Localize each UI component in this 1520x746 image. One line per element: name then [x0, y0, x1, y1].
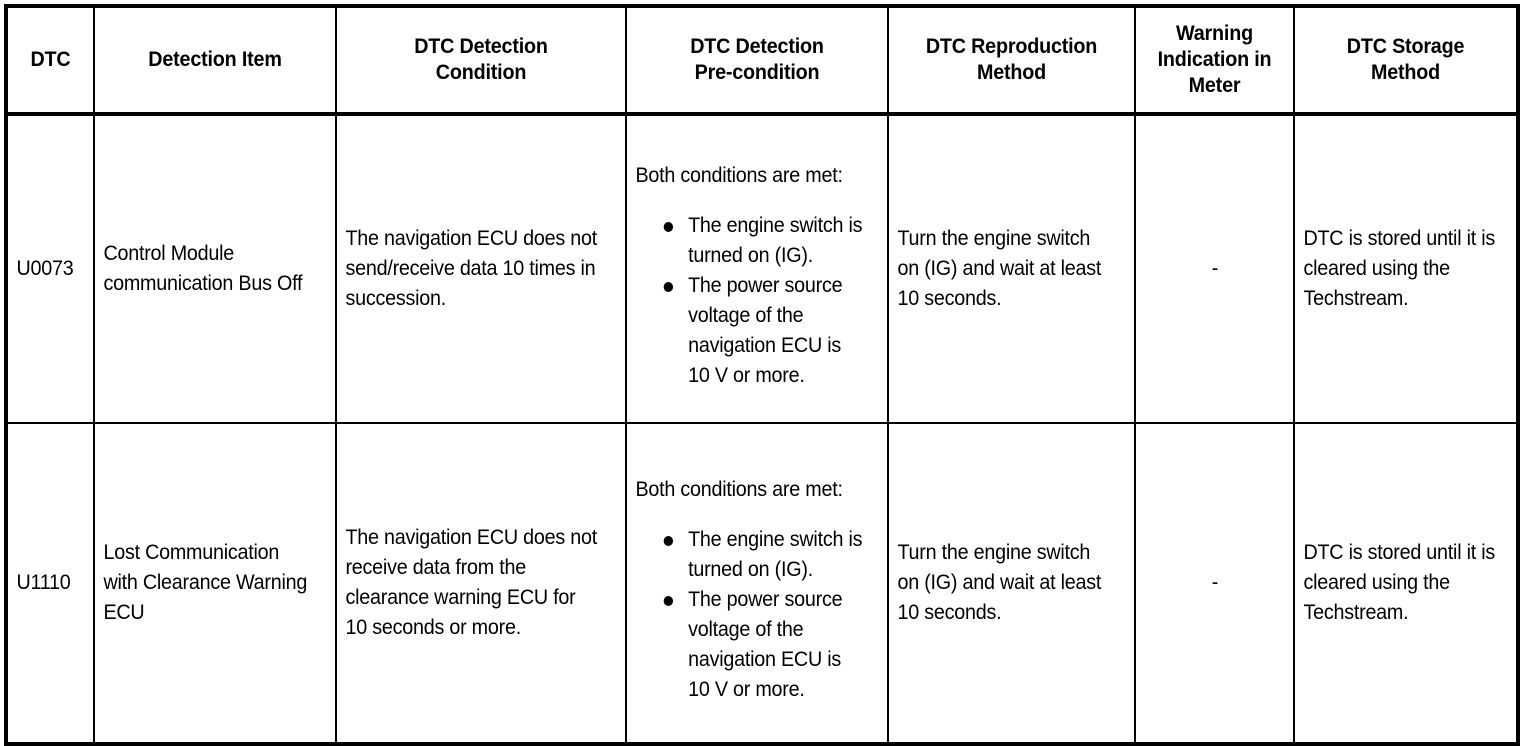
- header-label-reproduction-method-line1: DTC Reproduction: [925, 35, 1098, 58]
- list-item: The power source voltage of the navigati…: [635, 585, 865, 705]
- cell-detection-condition: The navigation ECU does not send/receive…: [335, 114, 627, 424]
- precondition-bullet-list: The engine switch is turned on (IG). The…: [635, 211, 865, 391]
- header-label-detection-precondition-line2: Pre-condition: [694, 61, 820, 84]
- list-item: The power source voltage of the navigati…: [635, 271, 865, 391]
- precondition-block: Both conditions are met: The engine swit…: [627, 148, 871, 391]
- list-item: The engine switch is turned on (IG).: [635, 525, 865, 585]
- cell-detection-precondition: Both conditions are met: The engine swit…: [625, 423, 889, 744]
- detection-condition-text: The navigation ECU does not receive data…: [345, 526, 597, 639]
- cell-storage-method: DTC is stored until it is cleared using …: [1293, 423, 1519, 744]
- detection-item-text: Lost Communication with Clearance Warnin…: [103, 541, 308, 624]
- list-item: The engine switch is turned on (IG).: [635, 211, 865, 271]
- precondition-intro-text: Both conditions are met:: [635, 163, 843, 187]
- header-label-warning-indication-line3: Meter: [1188, 74, 1241, 97]
- bullet-dot-icon: [663, 281, 674, 292]
- column-header-detection-condition: DTC Detection Condition: [343, 6, 619, 116]
- column-header-warning-indication: Warning Indication in Meter: [1138, 6, 1291, 116]
- cell-reproduction-method: Turn the engine switch on (IG) and wait …: [887, 423, 1136, 744]
- table-body: U0073 Control Module communication Bus O…: [5, 114, 1519, 744]
- list-item-label: The power source voltage of the navigati…: [688, 587, 843, 701]
- header-label-detection-condition-line2: Condition: [435, 61, 527, 84]
- detection-condition-text: The navigation ECU does not send/receive…: [345, 227, 597, 310]
- list-item-label: The engine switch is turned on (IG).: [688, 527, 863, 581]
- cell-reproduction-method: Turn the engine switch on (IG) and wait …: [887, 114, 1136, 424]
- header-label-storage-method-line1: DTC Storage: [1346, 35, 1465, 58]
- precondition-intro-text: Both conditions are met:: [635, 477, 843, 501]
- header-label-reproduction-method-line2: Method: [976, 61, 1047, 84]
- cell-dtc-code: U1110: [5, 423, 95, 744]
- bullet-dot-icon: [663, 535, 674, 546]
- column-header-reproduction-method: DTC Reproduction Method: [894, 6, 1129, 116]
- precondition-bullet-list: The engine switch is turned on (IG). The…: [635, 525, 865, 705]
- list-item-label: The power source voltage of the navigati…: [688, 273, 843, 387]
- header-label-storage-method-line2: Method: [1370, 61, 1441, 84]
- list-item-label: The engine switch is turned on (IG).: [688, 213, 863, 267]
- cell-detection-condition: The navigation ECU does not receive data…: [335, 423, 627, 744]
- column-header-detection-item: Detection Item: [100, 6, 330, 116]
- reproduction-method-text: Turn the engine switch on (IG) and wait …: [897, 227, 1102, 310]
- cell-detection-item: Control Module communication Bus Off: [93, 114, 337, 424]
- dtc-diagnostic-table: DTC Detection Item DTC Detection Conditi…: [4, 4, 1520, 746]
- detection-item-text: Control Module communication Bus Off: [103, 242, 303, 295]
- header-label-warning-indication-line2: Indication in: [1157, 48, 1272, 71]
- cell-detection-item: Lost Communication with Clearance Warnin…: [93, 423, 337, 744]
- precondition-block: Both conditions are met: The engine swit…: [627, 462, 871, 705]
- cell-warning-indication: -: [1134, 423, 1295, 744]
- cell-storage-method: DTC is stored until it is cleared using …: [1293, 114, 1519, 424]
- column-header-dtc: DTC: [7, 6, 93, 116]
- dtc-code-text: U1110: [16, 571, 71, 594]
- header-label-detection-precondition-line1: DTC Detection: [690, 35, 824, 58]
- bullet-dot-icon: [663, 221, 674, 232]
- reproduction-method-text: Turn the engine switch on (IG) and wait …: [897, 541, 1102, 624]
- table-row: U1110 Lost Communication with Clearance …: [5, 423, 1519, 744]
- header-label-detection-condition-line1: DTC Detection: [414, 35, 548, 58]
- warning-indication-text: -: [1211, 257, 1219, 280]
- header-label-detection-item: Detection Item: [148, 48, 282, 71]
- table-header: DTC Detection Item DTC Detection Conditi…: [6, 6, 1518, 116]
- header-row: DTC Detection Item DTC Detection Conditi…: [6, 6, 1518, 116]
- table-row: U0073 Control Module communication Bus O…: [5, 114, 1519, 424]
- cell-warning-indication: -: [1134, 114, 1295, 424]
- header-label-warning-indication-line1: Warning: [1176, 22, 1253, 45]
- document-page: DTC Detection Item DTC Detection Conditi…: [0, 4, 1520, 746]
- dtc-code-text: U0073: [16, 257, 74, 280]
- column-header-storage-method: DTC Storage Method: [1299, 6, 1513, 116]
- warning-indication-text: -: [1211, 571, 1219, 594]
- column-header-detection-precondition: DTC Detection Pre-condition: [632, 6, 882, 116]
- storage-method-text: DTC is stored until it is cleared using …: [1303, 541, 1496, 624]
- cell-detection-precondition: Both conditions are met: The engine swit…: [625, 114, 889, 424]
- header-label-dtc: DTC: [30, 48, 71, 71]
- bullet-dot-icon: [663, 595, 674, 606]
- storage-method-text: DTC is stored until it is cleared using …: [1303, 227, 1496, 310]
- cell-dtc-code: U0073: [5, 114, 95, 424]
